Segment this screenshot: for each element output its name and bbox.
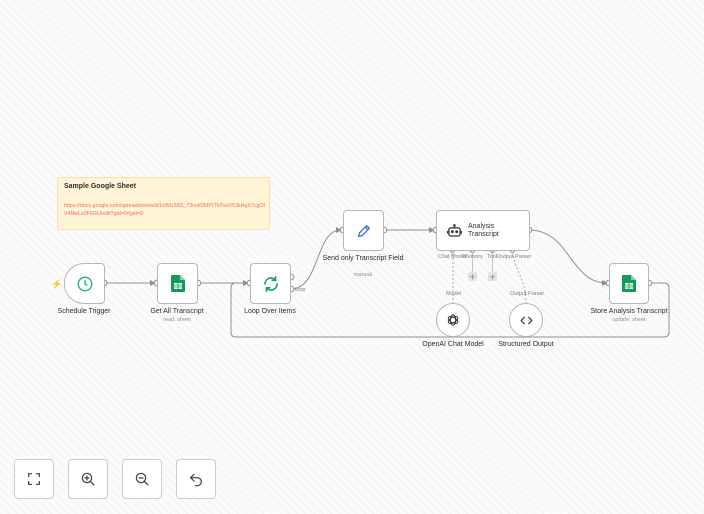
sticky-note[interactable]: Sample Google Sheet https://docs.google.… <box>57 177 270 230</box>
add-memory-button[interactable] <box>468 272 477 281</box>
zoom-in-button[interactable] <box>68 459 108 499</box>
openai-chat-model-label: OpenAI Chat Model <box>422 341 484 348</box>
fit-view-icon <box>28 473 40 485</box>
loop-over-items-label: Loop Over Items <box>244 308 296 315</box>
fit-view-button[interactable] <box>14 459 54 499</box>
memory-port-label: Memory <box>463 254 483 260</box>
store-analysis-transcript-label: Store Analysis Transcript <box>590 308 668 315</box>
openai-icon <box>447 314 459 326</box>
send-only-transcript-node[interactable] <box>343 210 384 251</box>
structured-output-node[interactable] <box>509 303 543 337</box>
store-analysis-transcript-subtitle: update: sheet <box>612 317 646 323</box>
zoom-out-icon <box>135 472 149 486</box>
schedule-trigger-node[interactable] <box>64 263 105 304</box>
sticky-note-link[interactable]: https://docs.google.com/spreadsheets/d/1… <box>64 203 265 217</box>
sticky-note-title: Sample Google Sheet <box>64 183 136 190</box>
trigger-bolt-icon: ⚡ <box>51 279 63 289</box>
connection-loop-to-send[interactable] <box>290 227 342 290</box>
store-analysis-transcript-node[interactable] <box>609 263 649 304</box>
get-all-transcript-subtitle: read: sheet <box>163 317 191 323</box>
chat-model-port-label: Chat Model <box>438 254 467 260</box>
zoom-in-icon <box>81 472 95 486</box>
connection-parser-to-agent[interactable] <box>512 253 527 305</box>
loop-over-items-node[interactable] <box>250 263 291 304</box>
output-parser-port-label: Output Parser <box>497 254 532 260</box>
pencil-icon <box>357 224 370 237</box>
svg-text:+: + <box>469 273 476 282</box>
analysis-transcript-label: Analysis Transcript <box>468 222 499 238</box>
schedule-trigger-label: Schedule Trigger <box>57 308 111 315</box>
svg-text:+: + <box>489 273 496 282</box>
tool-port-label: Tool <box>487 254 498 260</box>
loop-output-label: loop <box>295 287 306 293</box>
zoom-out-button[interactable] <box>122 459 162 499</box>
google-sheets-icon <box>622 275 636 292</box>
get-all-transcript-node[interactable] <box>157 263 198 304</box>
send-only-transcript-label: Send only Transcript Field <box>322 255 404 262</box>
openai-chat-model-node[interactable] <box>436 303 470 337</box>
structured-output-label: Structured Output <box>498 341 554 348</box>
get-all-transcript-label: Get All Transcript <box>150 308 204 315</box>
send-only-transcript-subtitle: manual <box>353 272 373 278</box>
undo-icon <box>190 473 202 487</box>
undo-button[interactable] <box>176 459 216 499</box>
model-connection-label: Model <box>446 291 461 297</box>
google-sheets-icon <box>170 275 185 292</box>
output-parser-connection-label: Output Parser <box>510 291 545 297</box>
connection-store-loop-back[interactable] <box>230 282 670 338</box>
clock-icon <box>77 276 92 291</box>
add-tool-button[interactable] <box>488 272 497 281</box>
robot-icon <box>447 223 462 237</box>
analysis-transcript-node[interactable]: Analysis Transcript <box>436 210 530 251</box>
connection-analysis-to-store[interactable] <box>528 229 608 286</box>
code-icon <box>519 316 533 324</box>
refresh-icon <box>263 275 278 292</box>
